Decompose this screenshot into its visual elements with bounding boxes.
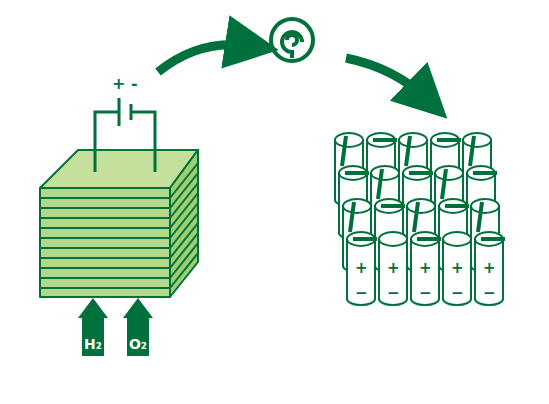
flow-arrow: [158, 44, 252, 72]
fuel-cell-stack: [40, 150, 198, 297]
plus-sign: +: [419, 261, 432, 276]
minus-sign: −: [483, 286, 496, 301]
plus-sign: +: [387, 261, 400, 276]
power-symbol: [271, 19, 313, 61]
plus-sign: +: [355, 261, 368, 276]
wire: [95, 98, 155, 172]
plus-sign: +: [483, 261, 496, 276]
input-arrow: O₂: [123, 298, 153, 356]
plus-sign: +: [451, 261, 464, 276]
gas-label: O₂: [123, 336, 153, 352]
battery-pack: [335, 133, 505, 305]
minus-sign: −: [419, 286, 432, 301]
minus-sign: −: [451, 286, 464, 301]
flow-arrow: [346, 58, 428, 100]
minus-sign: −: [387, 286, 400, 301]
polarity-sign: + -: [112, 76, 138, 92]
minus-sign: −: [355, 286, 368, 301]
input-arrow: H₂: [78, 298, 108, 356]
gas-label: H₂: [78, 336, 108, 352]
